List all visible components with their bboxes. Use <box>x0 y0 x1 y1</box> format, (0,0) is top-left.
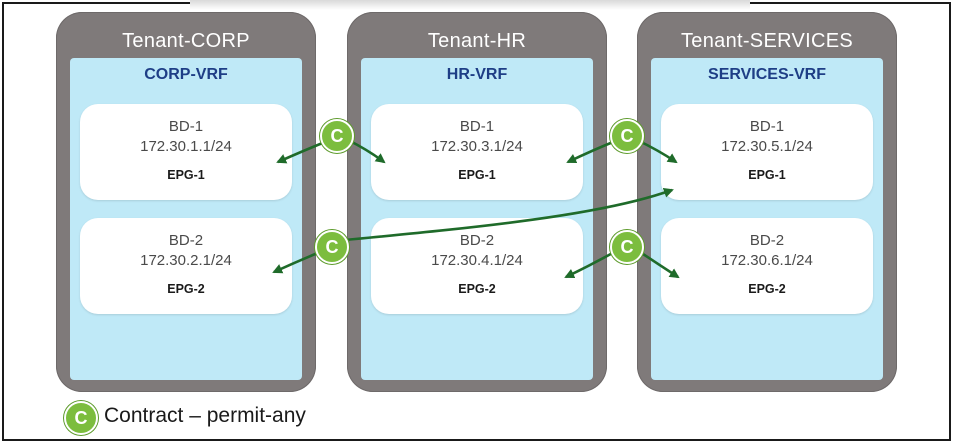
legend-contract-icon: C <box>64 401 98 435</box>
bd-subnet: 172.30.3.1/24 <box>431 138 523 155</box>
tenant-title: Tenant-HR <box>427 30 527 52</box>
bd-name: BD-1 <box>749 118 785 135</box>
vrf-box: HR-VRF BD-1 172.30.3.1/24 EPG-1 BD-2 172… <box>361 58 593 380</box>
bd-subnet: 172.30.6.1/24 <box>721 252 813 269</box>
contract-badge: C <box>320 119 354 153</box>
tenant-title: Tenant-SERVICES <box>681 30 853 52</box>
tenant-hr: Tenant-HR HR-VRF BD-1 172.30.3.1/24 EPG-… <box>347 12 607 392</box>
bd-name: BD-1 <box>459 118 495 135</box>
bridge-domain-2: BD-2 172.30.6.1/24 EPG-2 <box>661 218 873 314</box>
epg-label: EPG-2 <box>458 282 496 296</box>
bd-subnet: 172.30.4.1/24 <box>431 252 523 269</box>
epg-label: EPG-1 <box>748 168 786 182</box>
bd-subnet: 172.30.2.1/24 <box>140 252 232 269</box>
tenant-title: Tenant-CORP <box>122 30 250 52</box>
vrf-title: SERVICES-VRF <box>708 66 826 83</box>
contract-arrow-hr-services-right <box>636 138 678 164</box>
contract-arrow-corp-services-long <box>344 188 674 242</box>
bd-name: BD-2 <box>168 232 204 249</box>
vrf-title: CORP-VRF <box>144 66 228 83</box>
contract-arrow-hr-services2-right <box>636 248 680 279</box>
contract-arrow-corp-hr-right <box>347 138 386 164</box>
bd-subnet: 172.30.1.1/24 <box>140 138 232 155</box>
bd-name: BD-1 <box>168 118 204 135</box>
contract-badge: C <box>610 119 644 153</box>
epg-label: EPG-1 <box>167 168 205 182</box>
vrf-box: SERVICES-VRF BD-1 172.30.5.1/24 EPG-1 BD… <box>651 58 883 380</box>
vrf-box: CORP-VRF BD-1 172.30.1.1/24 EPG-1 BD-2 1… <box>70 58 302 380</box>
bridge-domain-2: BD-2 172.30.2.1/24 EPG-2 <box>80 218 292 314</box>
contract-arrow-hr-services-left <box>566 138 619 164</box>
vrf-title: HR-VRF <box>446 66 508 83</box>
bd-name: BD-2 <box>749 232 785 249</box>
bridge-domain-1: BD-1 172.30.3.1/24 EPG-1 <box>371 104 583 200</box>
epg-label: EPG-2 <box>167 282 205 296</box>
contract-arrow-corp-services-left <box>272 250 321 274</box>
tenant-corp: Tenant-CORP CORP-VRF BD-1 172.30.1.1/24 … <box>56 12 316 392</box>
bridge-domain-1: BD-1 172.30.1.1/24 EPG-1 <box>80 104 292 200</box>
contract-badge: C <box>315 230 349 264</box>
bridge-domain-1: BD-1 172.30.5.1/24 EPG-1 <box>661 104 873 200</box>
epg-label: EPG-2 <box>748 282 786 296</box>
top-shadow <box>190 0 750 10</box>
contract-arrow-hr-services2-left <box>564 248 619 279</box>
epg-label: EPG-1 <box>458 168 496 182</box>
legend-text: Contract – permit-any <box>104 404 306 427</box>
bd-subnet: 172.30.5.1/24 <box>721 138 813 155</box>
bd-name: BD-2 <box>459 232 495 249</box>
tenant-services: Tenant-SERVICES SERVICES-VRF BD-1 172.30… <box>637 12 897 392</box>
contract-badge: C <box>610 230 644 264</box>
